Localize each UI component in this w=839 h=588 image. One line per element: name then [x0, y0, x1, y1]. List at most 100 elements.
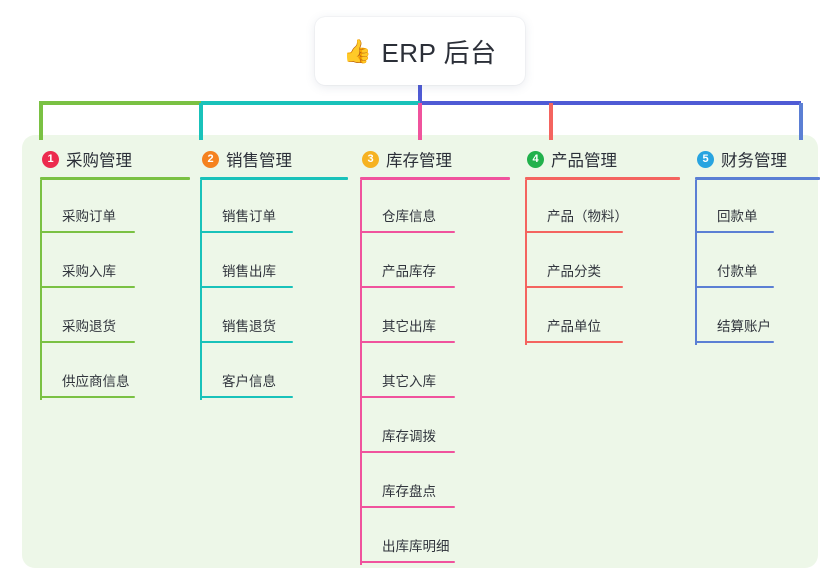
list-item[interactable]: 产品（物料）: [525, 180, 680, 235]
content-panel: [22, 135, 818, 568]
column-header-3[interactable]: 3 库存管理: [360, 146, 510, 172]
list-item-rule: [360, 561, 455, 563]
list-item-label: 供应商信息: [62, 374, 130, 389]
column-header-rule: [525, 177, 680, 180]
list-item-label: 销售退货: [222, 319, 276, 334]
root-node-label: ERP 后台: [381, 37, 497, 68]
column-items: 产品（物料） 产品分类产品单位: [525, 180, 680, 345]
root-node-card[interactable]: 👍 ERP 后台: [315, 17, 525, 85]
column-spine: [525, 180, 527, 345]
list-item[interactable]: 付款单: [695, 235, 820, 290]
list-item-label: 采购订单: [62, 209, 116, 224]
list-item-rule: [525, 341, 623, 343]
list-item-rule: [200, 231, 293, 233]
list-item[interactable]: 库存调拨: [360, 400, 510, 455]
number-badge-icon: 2: [202, 150, 219, 168]
list-item-label: 客户信息: [222, 374, 276, 389]
number-badge-icon: 3: [362, 150, 379, 168]
list-item-label: 采购退货: [62, 319, 116, 334]
list-item-label: 出库库明细: [382, 539, 450, 554]
list-item[interactable]: 其它入库: [360, 345, 510, 400]
list-item[interactable]: 销售退货: [200, 290, 348, 345]
list-item-label: 销售出库: [222, 264, 276, 279]
column-header-1[interactable]: 1 采购管理: [40, 146, 190, 172]
column-header-2[interactable]: 2 销售管理: [200, 146, 348, 172]
list-item[interactable]: 采购退货: [40, 290, 190, 345]
list-item[interactable]: 销售出库: [200, 235, 348, 290]
list-item-label: 产品单位: [547, 319, 601, 334]
number-badge-icon: 5: [697, 150, 714, 168]
list-item-label: 采购入库: [62, 264, 116, 279]
column-4: 4 产品管理产品（物料） 产品分类产品单位: [525, 146, 680, 345]
list-item-rule: [200, 341, 293, 343]
column-items: 采购订单采购入库采购退货供应商信息: [40, 180, 190, 400]
list-item-label: 付款单: [717, 264, 758, 279]
column-3: 3 库存管理仓库信息产品库存其它出库其它入库库存调拨库存盘点出库库明细: [360, 146, 510, 565]
list-item[interactable]: 仓库信息: [360, 180, 510, 235]
list-item-rule: [360, 396, 455, 398]
root-node-title: 👍 ERP 后台: [343, 33, 496, 70]
column-header-rule: [40, 177, 190, 180]
column-5: 5 财务管理回款单付款单结算账户: [695, 146, 820, 345]
list-item-rule: [695, 341, 774, 343]
list-item-label: 产品分类: [547, 264, 601, 279]
list-item-label: 其它入库: [382, 374, 436, 389]
list-item-label: 库存调拨: [382, 429, 436, 444]
number-badge-icon: 1: [42, 150, 59, 168]
list-item-rule: [200, 286, 293, 288]
list-item-label: 其它出库: [382, 319, 436, 334]
list-item-rule: [40, 286, 135, 288]
list-item-rule: [40, 341, 135, 343]
column-header-rule: [200, 177, 348, 180]
column-spine: [40, 180, 42, 400]
column-title: 销售管理: [226, 152, 292, 170]
list-item-rule: [695, 231, 774, 233]
column-items: 销售订单销售出库销售退货客户信息: [200, 180, 348, 400]
list-item-label: 库存盘点: [382, 484, 436, 499]
column-title: 财务管理: [721, 152, 787, 170]
column-title: 产品管理: [551, 152, 617, 170]
list-item-rule: [200, 396, 293, 398]
list-item-label: 产品（物料）: [547, 209, 628, 224]
list-item-label: 产品库存: [382, 264, 436, 279]
list-item[interactable]: 出库库明细: [360, 510, 510, 565]
list-item-rule: [360, 341, 455, 343]
column-header-4[interactable]: 4 产品管理: [525, 146, 680, 172]
list-item[interactable]: 采购入库: [40, 235, 190, 290]
column-spine: [695, 180, 697, 345]
list-item-label: 回款单: [717, 209, 758, 224]
column-2: 2 销售管理销售订单销售出库销售退货客户信息: [200, 146, 348, 400]
list-item-rule: [360, 231, 455, 233]
list-item-rule: [40, 231, 135, 233]
column-spine: [200, 180, 202, 400]
list-item[interactable]: 产品库存: [360, 235, 510, 290]
column-title: 采购管理: [66, 152, 132, 170]
column-items: 回款单付款单结算账户: [695, 180, 820, 345]
column-header-rule: [360, 177, 510, 180]
list-item[interactable]: 产品单位: [525, 290, 680, 345]
list-item[interactable]: 产品分类: [525, 235, 680, 290]
list-item-rule: [360, 286, 455, 288]
column-spine: [360, 180, 362, 565]
column-title: 库存管理: [386, 152, 452, 170]
list-item[interactable]: 库存盘点: [360, 455, 510, 510]
list-item-label: 销售订单: [222, 209, 276, 224]
list-item[interactable]: 销售订单: [200, 180, 348, 235]
list-item[interactable]: 采购订单: [40, 180, 190, 235]
list-item[interactable]: 客户信息: [200, 345, 348, 400]
number-badge-icon: 4: [527, 150, 544, 168]
column-1: 1 采购管理采购订单采购入库采购退货供应商信息: [40, 146, 190, 400]
list-item-rule: [695, 286, 774, 288]
list-item-label: 结算账户: [717, 319, 771, 334]
list-item[interactable]: 结算账户: [695, 290, 820, 345]
list-item-rule: [525, 231, 623, 233]
list-item-label: 仓库信息: [382, 209, 436, 224]
list-item[interactable]: 其它出库: [360, 290, 510, 345]
list-item[interactable]: 供应商信息: [40, 345, 190, 400]
column-header-rule: [695, 177, 820, 180]
list-item-rule: [525, 286, 623, 288]
list-item-rule: [360, 451, 455, 453]
column-header-5[interactable]: 5 财务管理: [695, 146, 820, 172]
list-item[interactable]: 回款单: [695, 180, 820, 235]
